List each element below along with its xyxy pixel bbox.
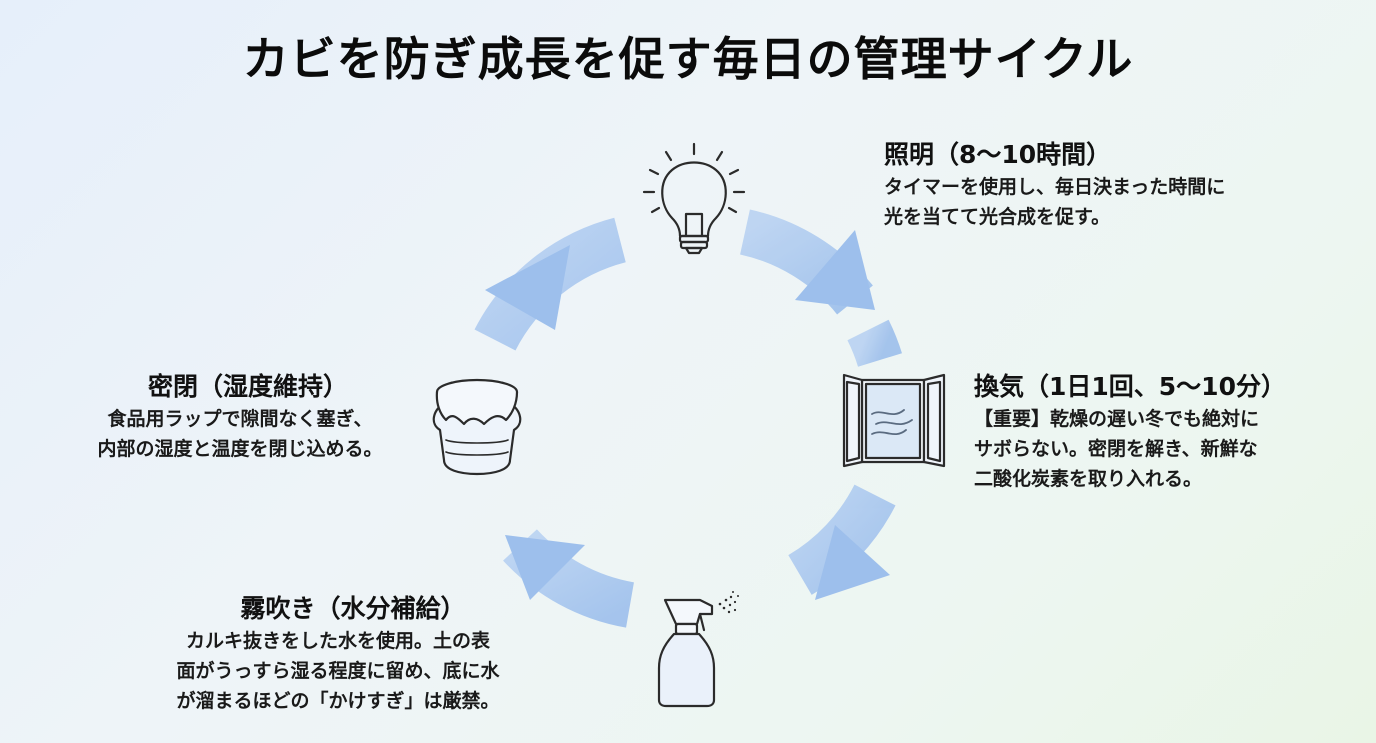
step-sealing-title: 密閉（湿度維持） [147,372,348,401]
lightbulb-icon [642,142,746,255]
step-sealing-desc: 食品用ラップで隙間なく塞ぎ、 内部の湿度と温度を閉じ込める。 [60,404,420,464]
jar-icon [432,378,522,476]
step-lighting: 照明（8〜10時間） タイマーを使用し、毎日決まった時間に 光を当てて光合成を促… [884,138,1225,232]
step-ventilation-line: サボらない。密閉を解き、新鮮な [974,438,1258,460]
step-lighting-desc: タイマーを使用し、毎日決まった時間に 光を当てて光合成を促す。 [884,172,1225,232]
step-misting-line: カルキ抜きをした水を使用。土の表 [185,630,490,652]
step-lighting-title: 照明（8〜10時間） [884,140,1112,169]
page-title: カビを防ぎ成長を促す毎日の管理サイクル [242,32,1134,86]
step-ventilation-desc: 【重要】乾燥の遅い冬でも絶対に サボらない。密閉を解き、新鮮な 二酸化炭素を取り… [974,404,1286,494]
step-misting-title: 霧吹き（水分補給） [240,594,466,623]
step-misting-desc: カルキ抜きをした水を使用。土の表 面がうっすら湿る程度に留め、底に水 が溜まるほ… [128,626,548,716]
step-misting-line: が溜まるほどの「かけすぎ」は厳禁。 [176,690,500,712]
arrow-segment-right [847,319,902,368]
arrowhead-left-top [485,245,570,330]
arrowhead-right-bottom [815,525,890,600]
step-ventilation-line: 【重要】乾燥の遅い冬でも絶対に [974,408,1260,430]
step-ventilation-line: 二酸化炭素を取り入れる。 [974,468,1203,490]
arrowhead-left-bottom [505,535,585,600]
window-icon [842,373,946,468]
step-ventilation-title: 換気（1日1回、5〜10分） [974,372,1286,401]
step-sealing-line: 内部の湿度と温度を閉じ込める。 [97,438,383,460]
step-misting: 霧吹き（水分補給） カルキ抜きをした水を使用。土の表 面がうっすら湿る程度に留め… [128,592,548,716]
arrowheads [485,230,890,600]
step-ventilation: 換気（1日1回、5〜10分） 【重要】乾燥の遅い冬でも絶対に サボらない。密閉を… [974,370,1286,494]
step-lighting-line: タイマーを使用し、毎日決まった時間に [884,176,1226,198]
step-lighting-line: 光を当てて光合成を促す。 [884,206,1111,228]
step-sealing-line: 食品用ラップで隙間なく塞ぎ、 [107,408,373,430]
step-sealing: 密閉（湿度維持） 食品用ラップで隙間なく塞ぎ、 内部の湿度と温度を閉じ込める。 [60,370,420,464]
spray-bottle-icon [657,591,739,708]
arrowhead-right-top [795,230,875,310]
step-misting-line: 面がうっすら湿る程度に留め、底に水 [176,660,500,682]
